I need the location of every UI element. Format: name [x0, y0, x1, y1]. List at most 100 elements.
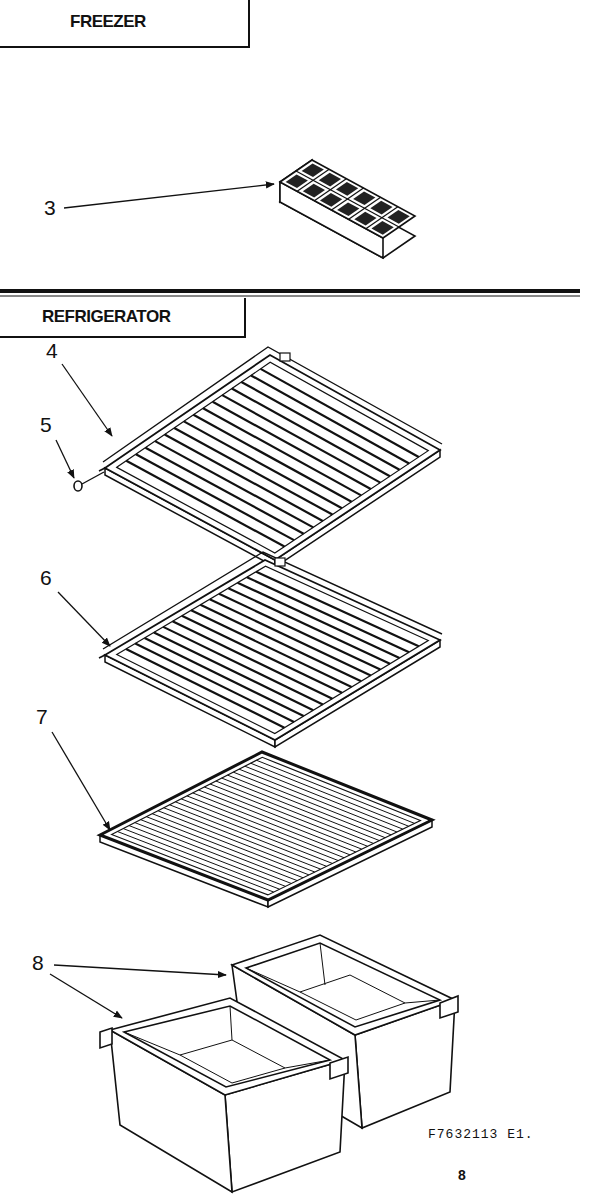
knob-stem — [82, 472, 104, 484]
crisper-front — [100, 998, 348, 1192]
tray-cell-shadow — [387, 210, 409, 224]
shelf-slat — [203, 408, 361, 495]
section-heading: FREEZER — [70, 12, 146, 32]
shelf-slat — [181, 799, 338, 861]
callout-number: 5 — [40, 414, 52, 435]
shelf-slat — [136, 454, 294, 540]
crisper-inner-edge — [285, 1060, 330, 1068]
crisper-handle — [330, 1057, 348, 1079]
section-box: FREEZER — [0, 0, 250, 48]
shelf-slat — [175, 802, 332, 864]
crisper-floor — [300, 975, 405, 1020]
shelf-bracket — [275, 558, 285, 566]
shelf-slat — [241, 382, 399, 470]
callout-number: 3 — [44, 197, 56, 218]
shelf-panel — [112, 757, 421, 895]
shelf-slat — [204, 787, 361, 849]
leader-line — [58, 592, 110, 646]
shelf-panel — [117, 362, 429, 553]
shelf-slat — [126, 461, 284, 547]
shelf-slat — [170, 805, 327, 867]
shelf-slat — [222, 778, 380, 840]
tray-cell-shadow — [302, 163, 324, 177]
shelf-slat — [158, 811, 315, 872]
shelf-slat — [145, 448, 303, 534]
section-box: REFRIGERATOR — [0, 298, 246, 338]
shelf-frame — [100, 752, 432, 900]
shelf-slat — [219, 594, 380, 670]
shelf-slat — [145, 638, 304, 716]
shelf-slat — [261, 369, 419, 457]
shelf-slat — [247, 577, 409, 652]
callout-number: 8 — [32, 952, 44, 973]
drawing-code: F7632113 E1. — [428, 1128, 534, 1141]
shelf-slat — [239, 769, 397, 832]
shelf-slat — [126, 649, 284, 728]
crisper-floor — [180, 1040, 285, 1083]
ice-tray — [280, 160, 415, 258]
tray-cell-shadow — [337, 202, 359, 216]
shelf-slat — [256, 572, 418, 647]
shelf-bracket — [280, 353, 290, 361]
shelf-slat — [233, 772, 391, 835]
section-divider — [0, 296, 580, 297]
shelf-slat — [193, 415, 351, 502]
shelf-slat — [163, 627, 323, 705]
crisper-inner-edge — [405, 1000, 440, 1003]
callout-number: 7 — [36, 706, 48, 727]
tray-cell-shadow — [319, 173, 341, 187]
callout-number: 4 — [46, 340, 58, 361]
crisper-rim — [110, 998, 345, 1095]
shelf-slat — [213, 402, 371, 489]
shelf-hook — [99, 468, 105, 471]
leader-line — [56, 440, 74, 478]
shelf-slat — [216, 781, 374, 843]
shelf-hook — [99, 655, 105, 658]
leader-line — [62, 364, 112, 436]
tray-cell-shadow — [353, 191, 375, 205]
shelves — [99, 347, 442, 907]
shelf-slat — [154, 632, 313, 710]
crisper-inner-edge — [246, 968, 300, 992]
shelf-slat — [238, 583, 400, 658]
shelf-slat — [222, 395, 380, 482]
shelf-slat — [165, 435, 323, 521]
crisper-opening — [124, 1006, 330, 1087]
shelf-slat — [251, 763, 409, 826]
shelf-wire — [103, 552, 442, 649]
shelf-slat — [210, 599, 371, 675]
shelf-slat — [256, 760, 414, 823]
shelf-slat — [146, 817, 303, 878]
shelf-panel — [117, 566, 429, 733]
tray-top — [280, 160, 415, 238]
crisper-handle — [440, 996, 458, 1018]
crisper-inner-edge — [230, 1006, 232, 1040]
shelf — [99, 552, 442, 747]
shelf — [99, 347, 442, 567]
shelf-slat — [184, 421, 342, 508]
section-heading: REFRIGERATOR — [42, 307, 170, 327]
shelf-slat — [245, 766, 403, 829]
leader-line — [54, 965, 226, 975]
shelf-slat — [164, 808, 321, 869]
tray-cell-shadow — [303, 184, 325, 198]
shelf — [100, 752, 432, 907]
leader-line — [64, 184, 274, 208]
leader-line — [50, 974, 122, 1018]
shelf-slat — [228, 775, 386, 838]
crisper-opening — [246, 943, 440, 1027]
shelf-wire — [103, 347, 442, 462]
shelf-slat — [173, 621, 333, 698]
section-divider — [0, 289, 580, 293]
tray-cell-shadow — [371, 221, 393, 235]
page-number: 8 — [458, 1168, 466, 1182]
crisper-inner-edge — [124, 1032, 180, 1055]
tray-cell-shadow — [370, 201, 392, 215]
tray-cell-shadow — [320, 193, 342, 207]
shelf-slat — [174, 428, 332, 515]
shelf-slat — [187, 796, 344, 858]
callout-number: 6 — [40, 567, 52, 588]
shelf-slat — [191, 610, 351, 687]
crisper-inner-edge — [320, 943, 325, 985]
